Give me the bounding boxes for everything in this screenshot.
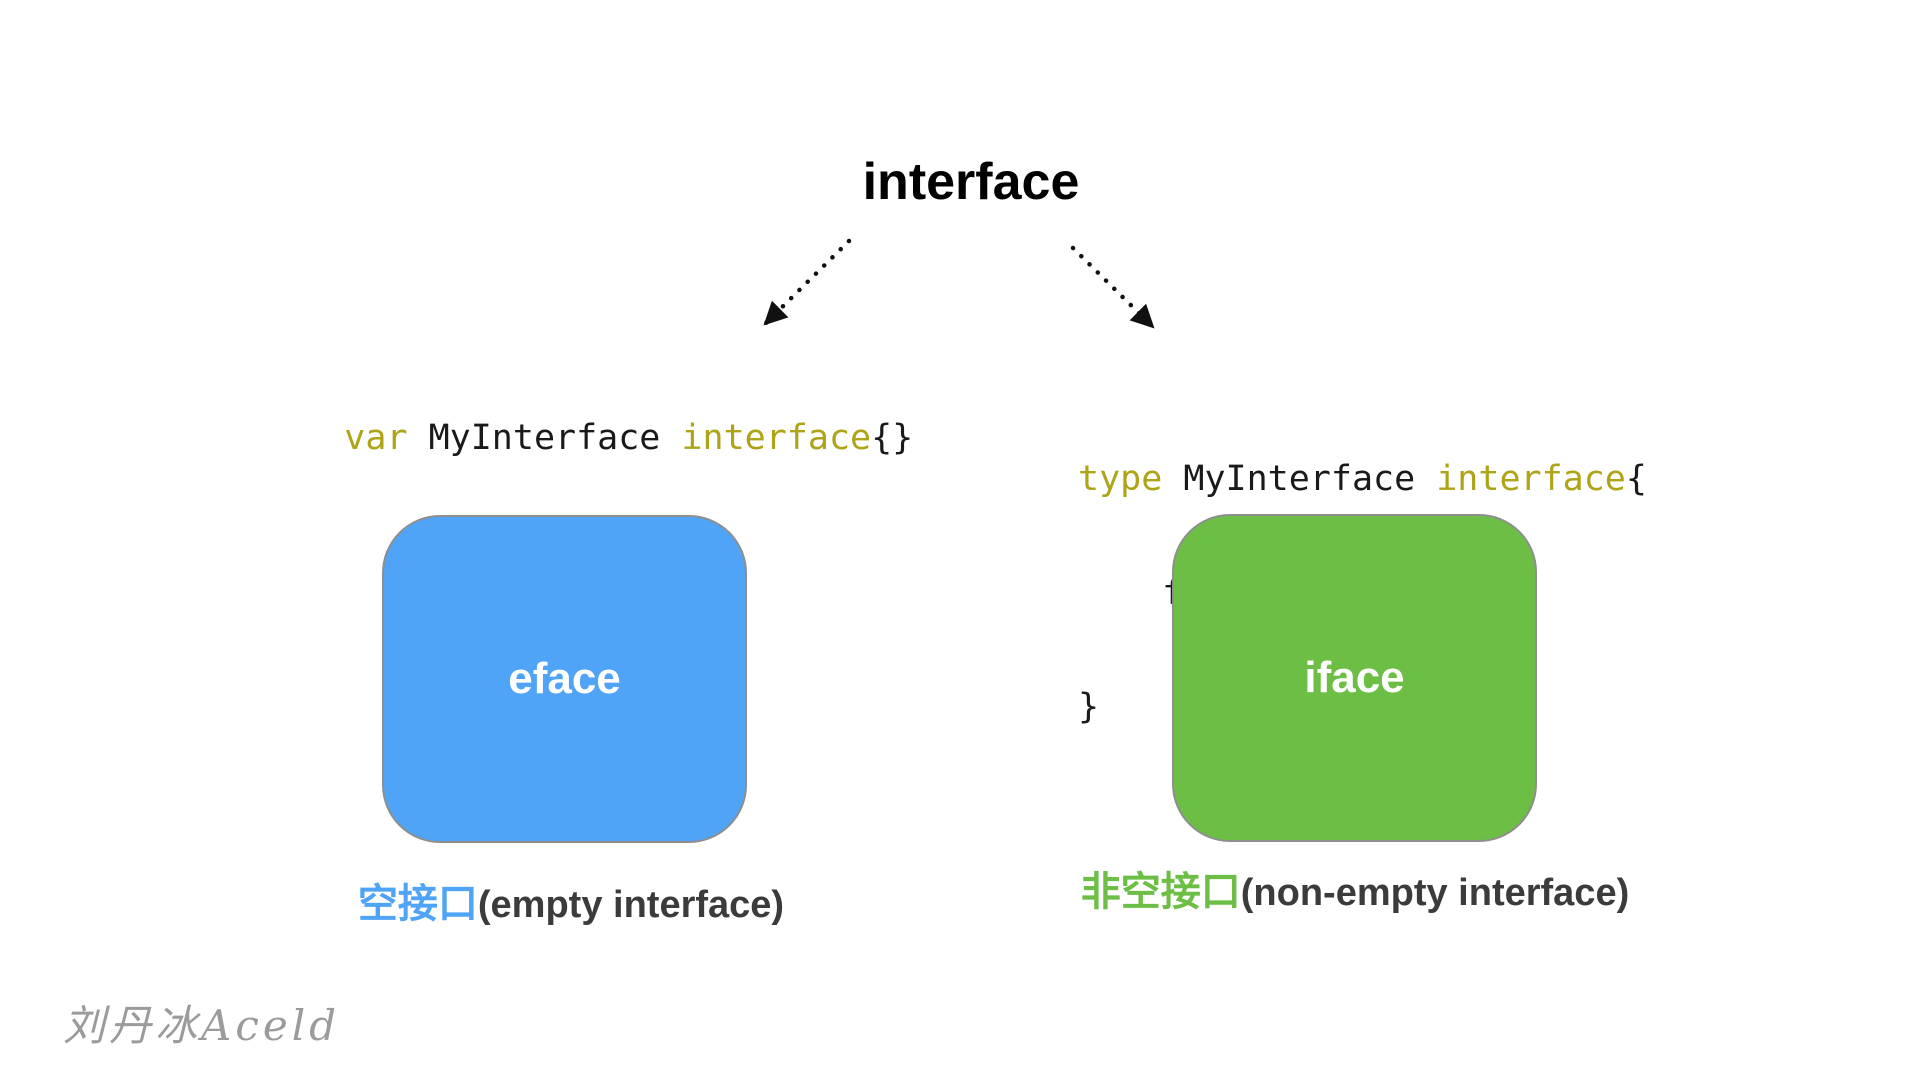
left-dotted-arrow-icon	[763, 238, 852, 326]
code-keyword: var	[344, 418, 408, 458]
diagram-title: interface	[862, 153, 1080, 211]
code-keyword: interface	[681, 418, 872, 458]
iface-caption-zh: 非空接口	[1080, 870, 1241, 914]
iface-box: iface	[1172, 514, 1537, 842]
code-line: }	[1078, 687, 1100, 727]
code-text: MyInterface	[407, 418, 682, 458]
iface-caption-en: (non-empty interface)	[1240, 872, 1630, 914]
code-keyword: interface	[1436, 459, 1626, 499]
eface-caption-en: (empty interface)	[477, 884, 785, 926]
code-text: {	[1625, 459, 1647, 499]
right-dotted-arrow-icon	[1070, 245, 1155, 329]
eface-caption-zh: 空接口	[357, 882, 478, 926]
left-code-snippet: var MyInterface interface{}	[260, 381, 913, 495]
code-text: MyInterface	[1162, 459, 1437, 499]
eface-box: eface	[382, 515, 747, 843]
iface-box-label: iface	[1304, 653, 1405, 702]
author-watermark: 刘丹冰Aceld	[63, 1001, 341, 1050]
iface-caption: 非空接口(non-empty interface)	[1055, 868, 1655, 925]
code-line: type MyInterface interface{	[1078, 460, 1647, 498]
eface-caption: 空接口(empty interface)	[271, 880, 871, 937]
code-text: {}	[871, 418, 914, 458]
eface-box-label: eface	[508, 654, 621, 703]
code-keyword: type	[1078, 459, 1163, 499]
